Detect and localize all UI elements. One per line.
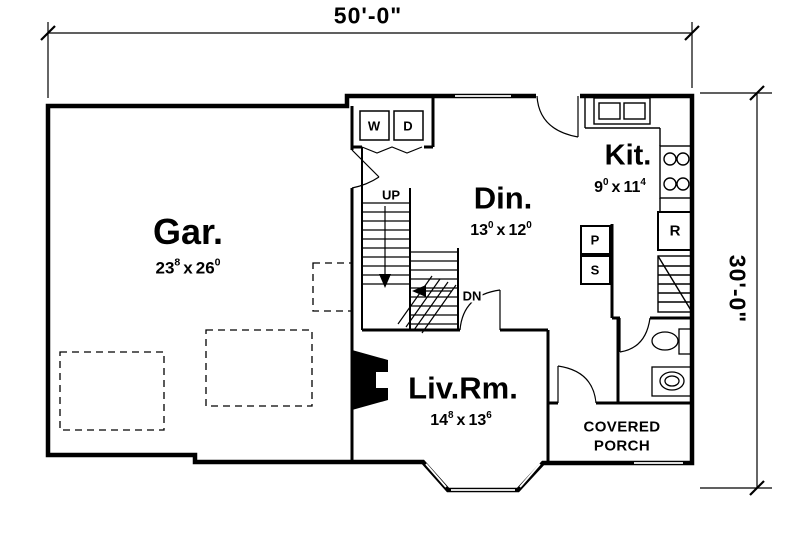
garage-size-wi: 8 <box>174 256 181 269</box>
kitchen-size-l: 11 <box>623 179 641 196</box>
garage-size-w: 23 <box>155 258 175 278</box>
stairs <box>361 147 459 334</box>
garage-label: Gar. <box>152 211 224 252</box>
garage-size-li: 0 <box>214 256 221 269</box>
up-label: UP <box>380 187 402 203</box>
dining-size-w: 13 <box>470 222 489 239</box>
toilet <box>651 328 693 355</box>
washer-box <box>359 110 390 141</box>
bathroom-fixtures <box>651 328 693 397</box>
bathroom-door <box>619 317 651 353</box>
dining-label: Din. <box>473 180 533 216</box>
bath-sink <box>651 366 693 397</box>
times-sign: x <box>611 179 621 196</box>
kitchen-label: Kit. <box>604 139 652 172</box>
up-arrow <box>379 206 391 288</box>
bay-window-left <box>425 463 447 488</box>
refrigerator-label: R <box>668 222 682 240</box>
exterior-walls <box>45 93 695 493</box>
times-sign: x <box>183 258 193 278</box>
dryer-label: D <box>402 118 414 134</box>
kitchen-fixtures <box>580 97 693 313</box>
overall-width-dimension: 50'-0" <box>333 2 403 29</box>
bay-window-right <box>519 463 541 488</box>
stair-break-hatch <box>397 275 457 334</box>
refrigerator-box <box>657 211 693 251</box>
dryer-box <box>393 110 424 141</box>
covered-porch-label: COVERED PORCH <box>584 418 661 456</box>
porch-door <box>557 365 597 404</box>
windows <box>425 95 683 491</box>
shelf-label: S <box>589 262 601 278</box>
washer-label: W <box>366 118 382 134</box>
living-size-li: 6 <box>486 409 492 421</box>
laundry-closet <box>359 110 424 154</box>
living-size-w: 14 <box>430 412 449 429</box>
pantry-label: P <box>589 232 601 248</box>
overall-depth-dimension: 30'-0" <box>724 254 751 324</box>
kitchen-size-w: 9 <box>594 179 604 196</box>
covered-porch-line2: PORCH <box>593 437 651 454</box>
kitchen-sink <box>593 97 651 125</box>
kitchen-size-li: 4 <box>640 176 646 188</box>
down-arrow <box>412 285 452 297</box>
garage-size-l: 26 <box>195 258 215 278</box>
kitchen-size-wi: 0 <box>603 176 609 188</box>
covered-porch-line1: COVERED <box>583 418 661 436</box>
top-dimension-line <box>40 22 700 98</box>
garage-entry-door <box>351 149 380 189</box>
fireplace <box>352 350 388 410</box>
shelf-closet <box>657 255 693 313</box>
right-dimension-line <box>700 85 772 496</box>
bifold-doors <box>361 146 423 154</box>
range-cooktop <box>659 145 693 199</box>
rear-entry-door <box>536 90 580 138</box>
doors <box>351 90 651 404</box>
times-sign: x <box>496 222 506 239</box>
interior-walls <box>350 96 692 462</box>
stair-hall-door <box>459 289 501 331</box>
pantry-cabinets <box>580 225 611 285</box>
living-size-l: 13 <box>468 412 487 429</box>
dining-size-l: 12 <box>508 222 527 239</box>
times-sign: x <box>456 412 466 429</box>
living-room-label: Liv.Rm. <box>408 370 518 406</box>
dining-size-li: 0 <box>526 219 532 231</box>
living-size-wi: 8 <box>448 409 454 421</box>
down-label: DN <box>461 288 483 304</box>
dining-size-wi: 0 <box>488 219 494 231</box>
